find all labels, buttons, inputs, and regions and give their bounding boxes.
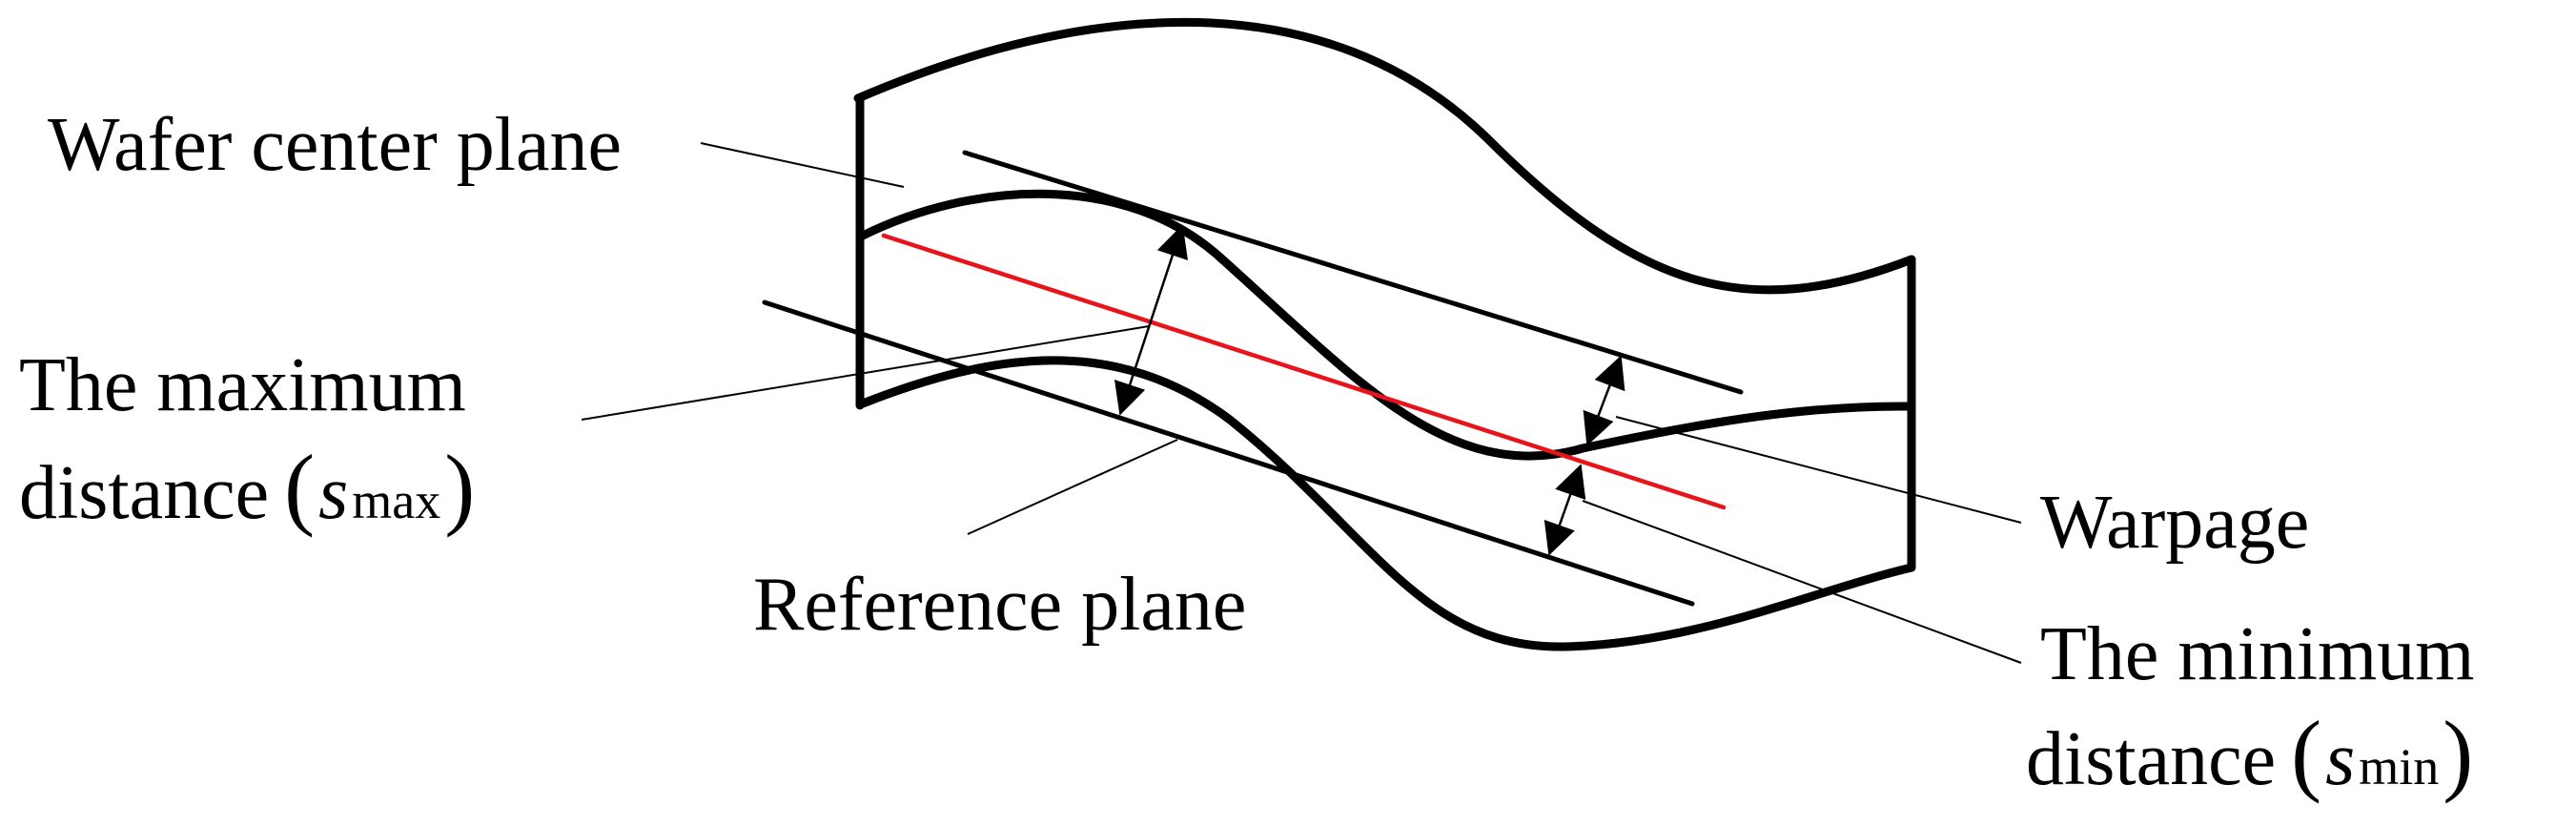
min-distance-label-line2: distance ( s min ) bbox=[2026, 702, 2473, 804]
wafer-lower-surface bbox=[858, 356, 1916, 651]
wafer-center-plane-label: Wafer center plane bbox=[48, 103, 622, 187]
reference-plane-line bbox=[762, 299, 1695, 607]
max-distance-label-line1: The maximum bbox=[19, 343, 466, 427]
wafer-upper-surface bbox=[858, 189, 1916, 461]
leader-warpage bbox=[1615, 416, 2022, 524]
wafer-top-edge bbox=[853, 17, 1916, 295]
leader-min-distance bbox=[1582, 500, 2022, 664]
leader-max-distance bbox=[581, 325, 1150, 421]
leader-wafer-center-plane bbox=[700, 142, 905, 188]
warpage-label: Warpage bbox=[2040, 481, 2309, 565]
max-distance-label-line2: distance ( s max ) bbox=[19, 436, 475, 538]
reference-plane-label: Reference plane bbox=[753, 563, 1246, 647]
max-distance-arrow bbox=[1114, 224, 1189, 416]
min-distance-arrow bbox=[1544, 464, 1586, 556]
wafer-center-plane-line bbox=[881, 233, 1727, 510]
min-distance-label-line1: The minimum bbox=[2040, 612, 2475, 696]
warpage-arrow bbox=[1583, 355, 1625, 446]
upper-tangent-line bbox=[962, 150, 1744, 395]
leader-reference-plane bbox=[967, 439, 1178, 535]
